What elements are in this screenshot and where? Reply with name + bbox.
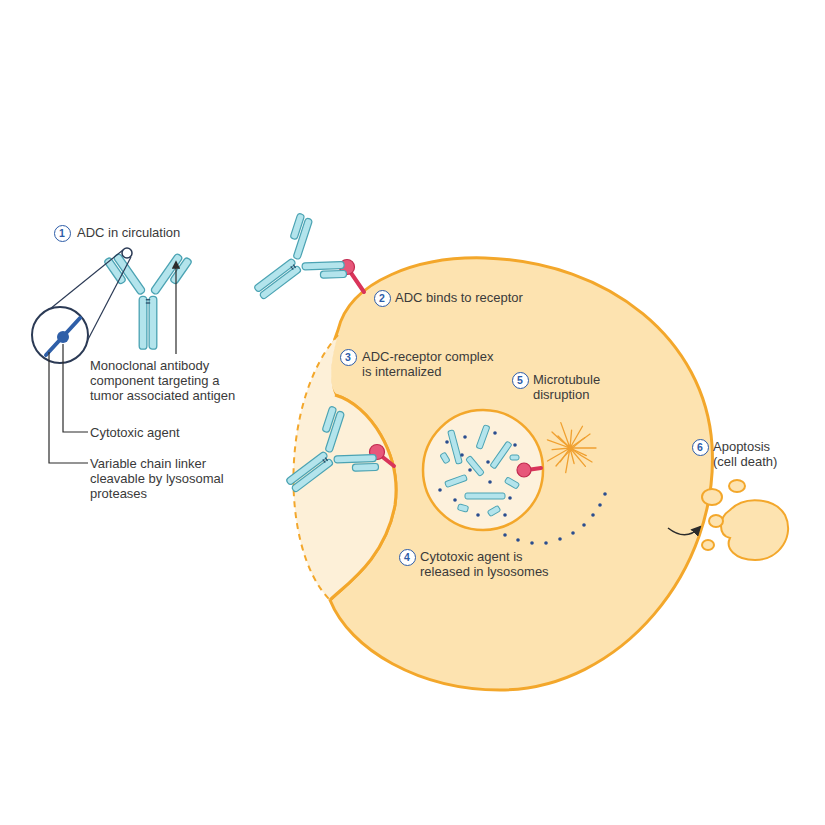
leader-lines-part <box>63 344 88 432</box>
adc-internalized <box>266 400 386 518</box>
antibody-fragments-part <box>465 493 505 499</box>
cytotoxic-payload-dots-part <box>486 460 490 464</box>
cytotoxic-payload-dots-part <box>445 440 449 444</box>
antibody-fragments <box>440 425 520 517</box>
antibody-fragments-part <box>510 455 519 460</box>
apoptosis-arrow <box>668 527 700 535</box>
apoptotic-fragments-part <box>721 500 788 560</box>
label-text: Cytotoxic agent <box>90 425 230 440</box>
cytotoxic-payload-dots-part <box>460 453 464 457</box>
label-text: Apoptosis (cell death) <box>713 439 793 469</box>
cytotoxic-payload-dots-part <box>493 431 497 435</box>
cytotoxic-payload-dots-part <box>453 498 457 502</box>
label-text: ADC in circulation <box>77 225 237 240</box>
released-payload-dots-part <box>591 513 595 517</box>
antibody-fragments-part <box>490 441 512 469</box>
original-membrane-dashed <box>293 335 338 600</box>
linker-zoom-part <box>82 257 131 351</box>
label-text: Microtubule disruption <box>533 372 623 402</box>
antibody-fragments-part <box>445 474 468 487</box>
callout-number: 6 <box>692 439 709 456</box>
lysosome-part <box>423 410 543 530</box>
apoptotic-fragments-part <box>709 515 723 527</box>
released-payload-dots-part <box>603 492 607 496</box>
antibody-fragments-part <box>466 456 485 477</box>
apoptotic-fragments-part <box>729 480 745 492</box>
leader-lines-part <box>49 352 88 463</box>
label-text: ADC binds to receptor <box>395 290 575 305</box>
callout-number: 5 <box>512 372 529 389</box>
cytotoxic-payload-dots-part <box>463 435 467 439</box>
microtubule-starburst-part <box>547 423 596 473</box>
antibody-fragments-part <box>476 425 490 450</box>
cytotoxic-payload-dots <box>438 431 517 517</box>
apoptotic-fragments-part <box>702 489 722 505</box>
linker-zoom-part <box>57 331 69 343</box>
released-payload-dots-part <box>598 503 602 507</box>
leader-lines-part <box>175 262 176 354</box>
cytotoxic-payload-dots-part <box>513 443 517 447</box>
callout-number: 4 <box>399 549 416 566</box>
callout-number: 2 <box>374 290 391 307</box>
cytotoxic-payload-dots-part <box>438 488 442 492</box>
callout-number: 1 <box>54 225 71 242</box>
lysosome <box>423 410 543 530</box>
apoptotic-fragments <box>702 480 788 560</box>
callout-number: 3 <box>340 349 357 366</box>
label-text: ADC-receptor complex is internalized <box>362 349 502 379</box>
cytotoxic-payload-dots-part <box>476 513 480 517</box>
cytotoxic-payload-dots-part <box>468 468 472 472</box>
antibody-fragments-part <box>504 477 519 489</box>
adc-bound <box>234 207 354 325</box>
antibody-fragments-part <box>487 505 500 516</box>
released-payload-dots-part <box>571 531 575 535</box>
released-payload-dots-part <box>558 537 562 541</box>
cytotoxic-payload-dots-part <box>508 496 512 500</box>
label-text: Monoclonal antibody component targeting … <box>90 358 248 403</box>
receptor-degraded-head <box>517 463 531 477</box>
linker-zoom <box>32 248 132 363</box>
cytotoxic-payload-dots-part <box>503 513 507 517</box>
microtubule-starburst <box>547 423 596 473</box>
released-payload-dots-part <box>516 538 520 542</box>
antibody-fragments-part <box>448 430 463 464</box>
antibody-fragments-part <box>440 452 450 464</box>
apoptotic-fragments-part <box>702 540 714 550</box>
adc-circulating <box>104 251 193 349</box>
released-payload-dots-part <box>503 533 507 537</box>
microtubule-starburst-part <box>552 432 592 466</box>
released-payload-dots-part <box>582 523 586 527</box>
antibody-fragments-part <box>457 504 468 512</box>
released-payload-dots-part <box>530 541 534 545</box>
released-payload-dots <box>503 492 607 545</box>
linker-zoom-part <box>45 250 123 313</box>
released-payload-dots-part <box>544 541 548 545</box>
cytotoxic-payload-dots-part <box>488 480 492 484</box>
linker-zoom-part <box>32 307 88 363</box>
linker-zoom-part <box>122 248 132 258</box>
label-text: Cytotoxic agent is released in lysosomes <box>420 549 558 579</box>
tumor-cell <box>293 258 712 690</box>
label-text: Variable chain linker cleavable by lysos… <box>90 456 238 501</box>
